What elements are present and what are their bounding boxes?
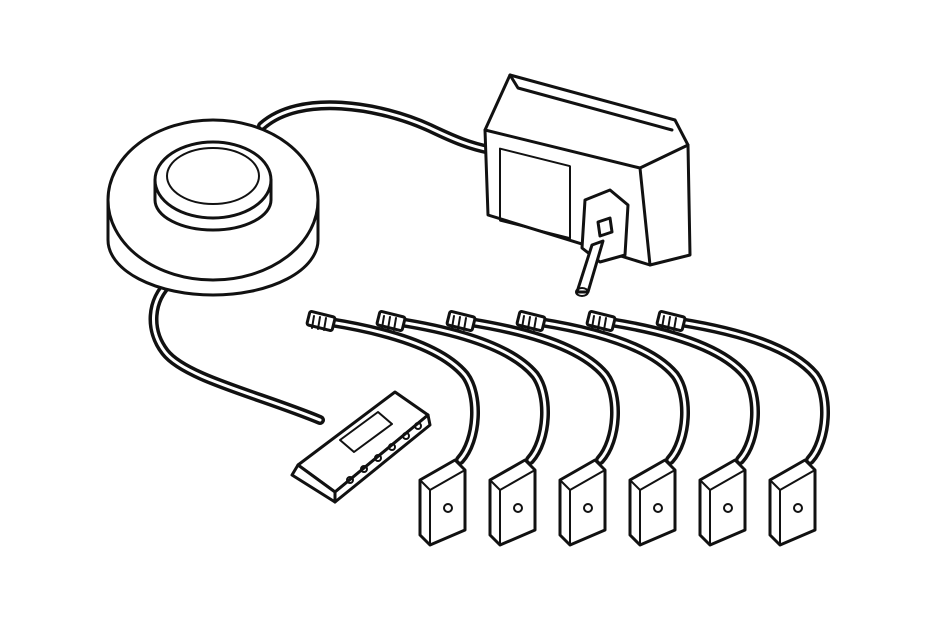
cable-switch-to-adapter (257, 100, 495, 155)
cable-switch-to-distributor (148, 277, 325, 425)
led-light (375, 309, 550, 547)
power-adapter (483, 73, 692, 297)
led-light (655, 309, 830, 547)
switch (106, 118, 320, 297)
led-light (585, 309, 760, 547)
led-light (515, 309, 690, 547)
led-light (445, 309, 620, 547)
led-lights (305, 309, 830, 547)
plug-prongs (575, 188, 630, 297)
distributor-block (290, 390, 432, 504)
distributor-ports (346, 422, 422, 484)
led-light (305, 309, 480, 547)
